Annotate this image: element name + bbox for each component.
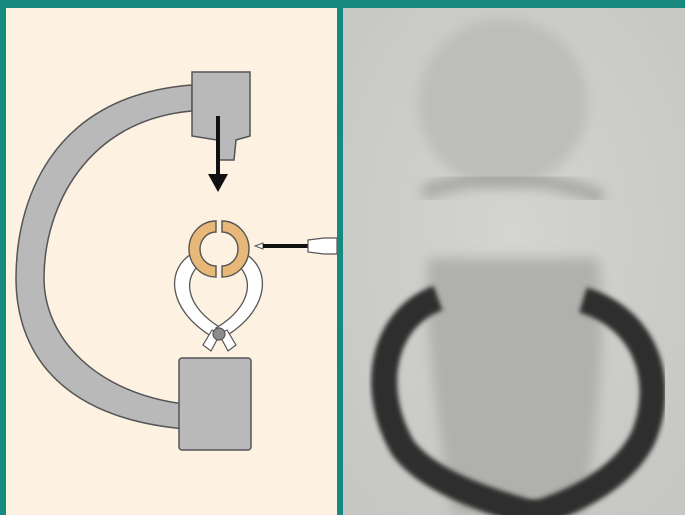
diagram-canvas — [6, 8, 337, 515]
split-ring-icon — [189, 221, 249, 277]
bone-head-shadow — [418, 18, 588, 188]
radiograph-panel — [343, 8, 685, 515]
detector-box-icon — [179, 358, 251, 450]
fluoroscopy-radiograph — [343, 8, 685, 515]
xray-source-icon — [192, 72, 250, 160]
clamp-icon — [175, 253, 263, 351]
c-arm-arc-icon — [16, 85, 192, 429]
diagram-panel — [6, 8, 337, 515]
wire-pin-icon — [255, 238, 337, 254]
